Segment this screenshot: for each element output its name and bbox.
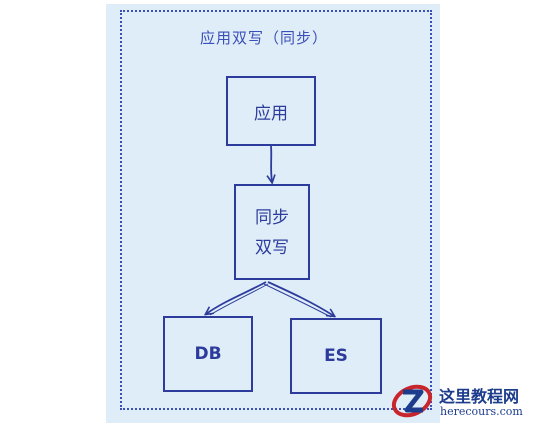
- node-sync-label-line1: 同步: [255, 208, 289, 228]
- arrow-sync-to-db-sketch: [209, 283, 269, 316]
- dashed-boundary: [120, 10, 432, 410]
- node-sync-label-line2: 双写: [255, 238, 289, 258]
- node-es: ES: [290, 318, 382, 394]
- diagram-title: 应用双写（同步）: [200, 29, 329, 47]
- arrow-sync-to-db: [206, 281, 267, 314]
- node-db-label: DB: [194, 344, 222, 364]
- node-db: DB: [163, 316, 253, 392]
- watermark-url: herecours.com: [440, 405, 523, 418]
- arrow-app-to-sync: [271, 145, 272, 182]
- node-app: 应用: [226, 76, 316, 146]
- arrow-sync-to-es-sketch: [263, 283, 332, 318]
- watermark-logo: 这里教程网 herecours.com: [389, 378, 537, 423]
- arrow-sync-to-es: [267, 281, 334, 316]
- node-es-label: ES: [324, 346, 348, 366]
- node-app-label: 应用: [254, 103, 288, 124]
- watermark-name: 这里教程网: [439, 387, 520, 406]
- node-sync-dual-write: 同步 双写: [234, 184, 310, 280]
- watermark-badge-icon: [391, 384, 433, 418]
